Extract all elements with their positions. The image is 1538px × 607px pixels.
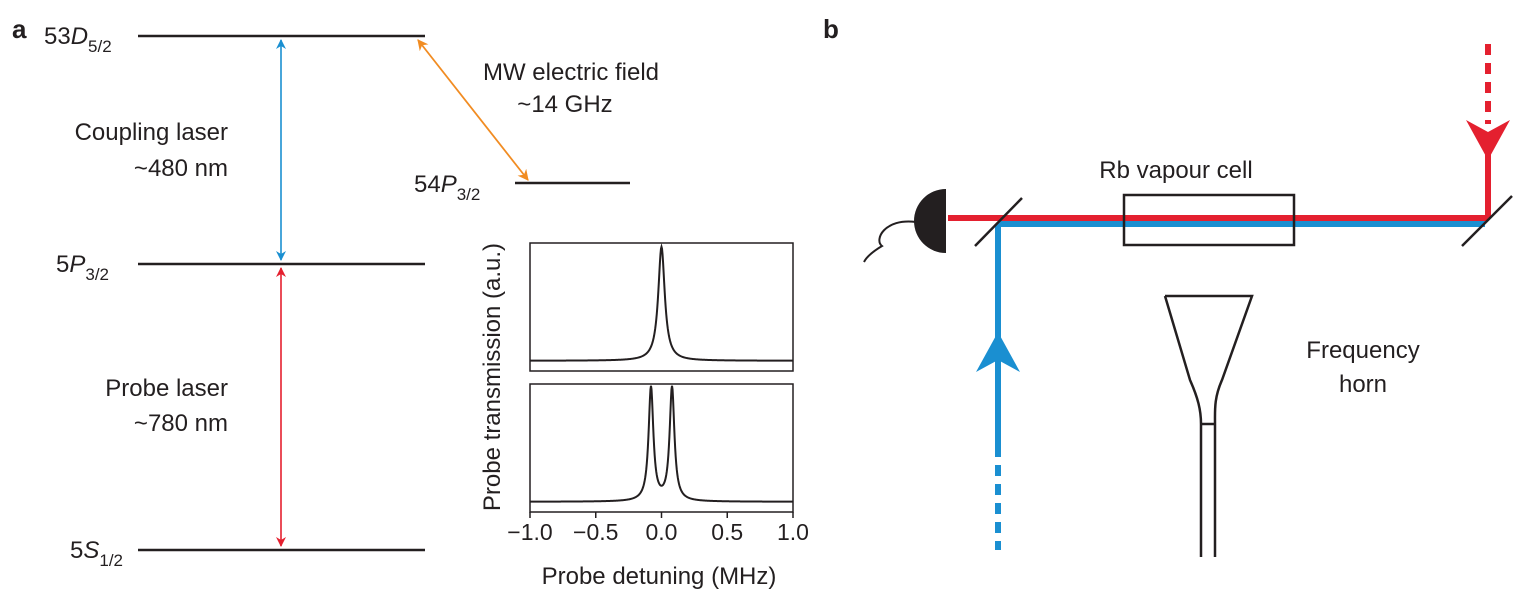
photodetector-icon [914,189,946,253]
vapour-cell-label: Rb vapour cell [1099,157,1252,184]
horn-label: Frequency [1306,337,1419,364]
mw-field-label: MW electric field [483,59,659,86]
x-tick-label: −0.5 [573,519,618,545]
probe-beam-arrowhead [1466,120,1510,160]
vapour-cell [1122,193,1296,247]
probe-laser-label: Probe laser [105,375,228,402]
x-axis-ticks [529,512,794,518]
coupling-laser-label: Coupling laser [75,119,228,146]
panel-a-letter: a [12,14,27,44]
coupling-beam-arrowhead [976,332,1020,372]
y-axis-label: Probe transmission (a.u.) [479,243,506,511]
energy-levels [138,34,630,552]
transmission-curve-eit [530,242,793,362]
horn-label-2: horn [1339,371,1387,398]
x-tick-label: 0.0 [646,519,678,545]
level-53d-label: 53D5/2 [44,23,112,56]
panel-b-letter: b [823,14,839,44]
x-axis-label: Probe detuning (MHz) [542,563,777,590]
x-tick-label: −1.0 [507,519,552,545]
x-tick-label: 0.5 [711,519,743,545]
plot-frame-bottom [529,383,794,513]
level-5s-label: 5S1/2 [70,537,123,570]
detector-cable [863,220,917,263]
mw-field-arrow [417,39,529,181]
x-tick-label: 1.0 [777,519,809,545]
plot-frame-top [529,242,794,372]
probe-beam [948,44,1491,221]
coupling-beam [995,221,1485,550]
transmission-curve-split [530,385,793,503]
probe-laser-wavelength: ~780 nm [134,410,228,437]
transmission-plots: −1.0 −0.5 0.0 0.5 1.0 Probe detuning (MH… [479,242,809,590]
horn-antenna-icon [1163,294,1254,557]
dichroic-mirror [974,197,1023,247]
coupling-laser-wavelength: ~480 nm [134,155,228,182]
mirror-right [1461,195,1513,247]
mw-field-frequency: ~14 GHz [517,91,612,118]
level-54p-label: 54P3/2 [414,171,480,204]
level-5p-label: 5P3/2 [56,251,109,284]
